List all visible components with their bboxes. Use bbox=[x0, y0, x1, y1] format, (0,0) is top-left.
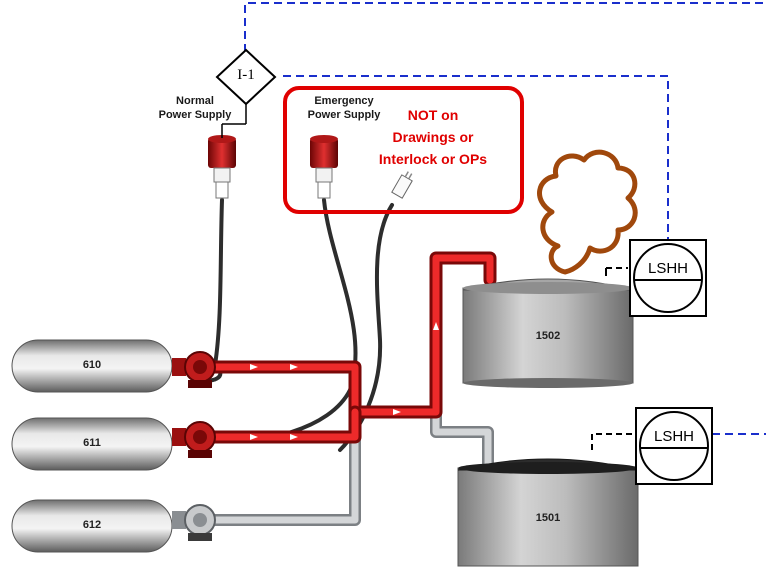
signal-line-lshh-upper bbox=[283, 75, 669, 240]
lshh-upper-tag: LSHH bbox=[647, 260, 688, 277]
vessel-610-label: 610 bbox=[82, 359, 102, 371]
tank-1501-body bbox=[457, 458, 639, 567]
cable-normal-supply bbox=[213, 198, 224, 367]
callout-text: NOT on Drawings or Interlock or OPs bbox=[378, 107, 488, 167]
lshh-lower-connector bbox=[591, 433, 634, 450]
tank-1501-label: 1501 bbox=[535, 512, 561, 524]
pump-612 bbox=[172, 504, 216, 541]
lshh-lower-instrument bbox=[635, 407, 713, 485]
tank-1502-label: 1502 bbox=[535, 330, 561, 342]
emergency-power-socket bbox=[310, 135, 338, 199]
pump-611 bbox=[172, 421, 216, 458]
cable-emergency-supply bbox=[213, 198, 358, 443]
tank-1502-body bbox=[462, 278, 634, 388]
signal-line-top bbox=[244, 2, 766, 52]
vessel-612-label: 612 bbox=[82, 519, 102, 531]
interlock-diamond bbox=[215, 48, 277, 106]
vapor-cloud bbox=[537, 149, 638, 275]
active-flow-piping bbox=[203, 251, 497, 444]
inactive-piping bbox=[194, 389, 494, 526]
lshh-lower-tag: LSHH bbox=[653, 428, 694, 445]
interlock-tag: I-1 bbox=[237, 67, 255, 83]
normal-power-supply-label: Normal Power Supply bbox=[158, 95, 232, 121]
flow-arrows bbox=[250, 322, 439, 440]
vessel-611-label: 611 bbox=[83, 437, 101, 449]
pump-610 bbox=[172, 351, 216, 388]
lshh-upper-instrument bbox=[629, 239, 707, 317]
normal-power-socket bbox=[208, 135, 236, 199]
callout-box bbox=[283, 86, 524, 214]
emergency-power-supply-label: Emergency Power Supply bbox=[307, 95, 381, 121]
loose-plug bbox=[391, 171, 413, 199]
signal-lines bbox=[244, 2, 766, 435]
